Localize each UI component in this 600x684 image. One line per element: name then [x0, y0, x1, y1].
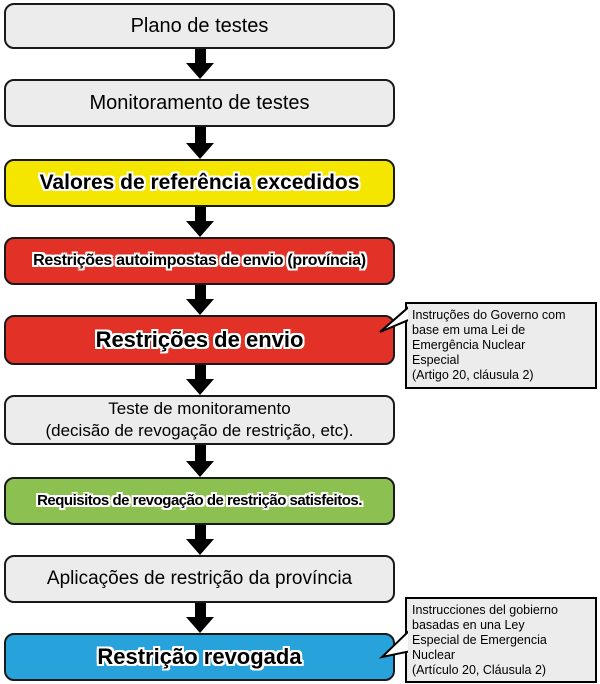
arrow-stem [194, 525, 206, 539]
arrow-head [186, 379, 214, 395]
arrow-stem [194, 285, 206, 299]
down-arrow-icon [186, 525, 214, 555]
arrow-head [186, 539, 214, 555]
flow-box-restricoes-de-envio: Restrições de envio [4, 315, 395, 365]
down-arrow-icon [186, 207, 214, 237]
down-arrow-icon [186, 49, 214, 79]
arrow-stem [194, 365, 206, 379]
flow-box-restricoes-autoimpostas-de-envio: Restrições autoimpostas de envio (provín… [4, 237, 395, 285]
flow-box-monitoramento-de-testes: Monitoramento de testes [4, 79, 395, 127]
flow-box-teste-de-monitoramento: Teste de monitoramento (decisão de revog… [4, 395, 395, 445]
flow-box-aplicacoes-de-restricao: Aplicações de restrição da província [4, 555, 395, 603]
arrow-head [186, 63, 214, 79]
arrow-head [186, 299, 214, 315]
down-arrow-icon [186, 127, 214, 159]
arrow-stem [194, 603, 206, 617]
down-arrow-icon [186, 603, 214, 633]
arrow-stem [194, 127, 206, 143]
down-arrow-icon [186, 285, 214, 315]
flow-box-restricao-revogada: Restrição revogada [4, 633, 395, 681]
arrow-stem [194, 445, 206, 461]
callout-pointer-icon [379, 306, 408, 333]
arrow-head [186, 221, 214, 237]
note-callout-restricao-revogada: Instrucciones del gobierno basadas en un… [405, 597, 597, 683]
arrow-head [186, 461, 214, 477]
flow-box-plano-de-testes: Plano de testes [4, 3, 395, 49]
flow-box-valores-de-referencia-excedidos: Valores de referência excedidos [4, 159, 395, 207]
arrow-head [186, 617, 214, 633]
flow-box-requisitos-de-revogacao: Requisitos de revogação de restrição sat… [4, 477, 395, 525]
note-callout-restricoes-de-envio: Instruções do Governo com base em uma Le… [405, 302, 597, 389]
arrow-stem [194, 207, 206, 221]
down-arrow-icon [186, 365, 214, 395]
down-arrow-icon [186, 445, 214, 477]
arrow-head [186, 143, 214, 159]
arrow-stem [194, 49, 206, 63]
callout-pointer-icon [378, 630, 408, 659]
